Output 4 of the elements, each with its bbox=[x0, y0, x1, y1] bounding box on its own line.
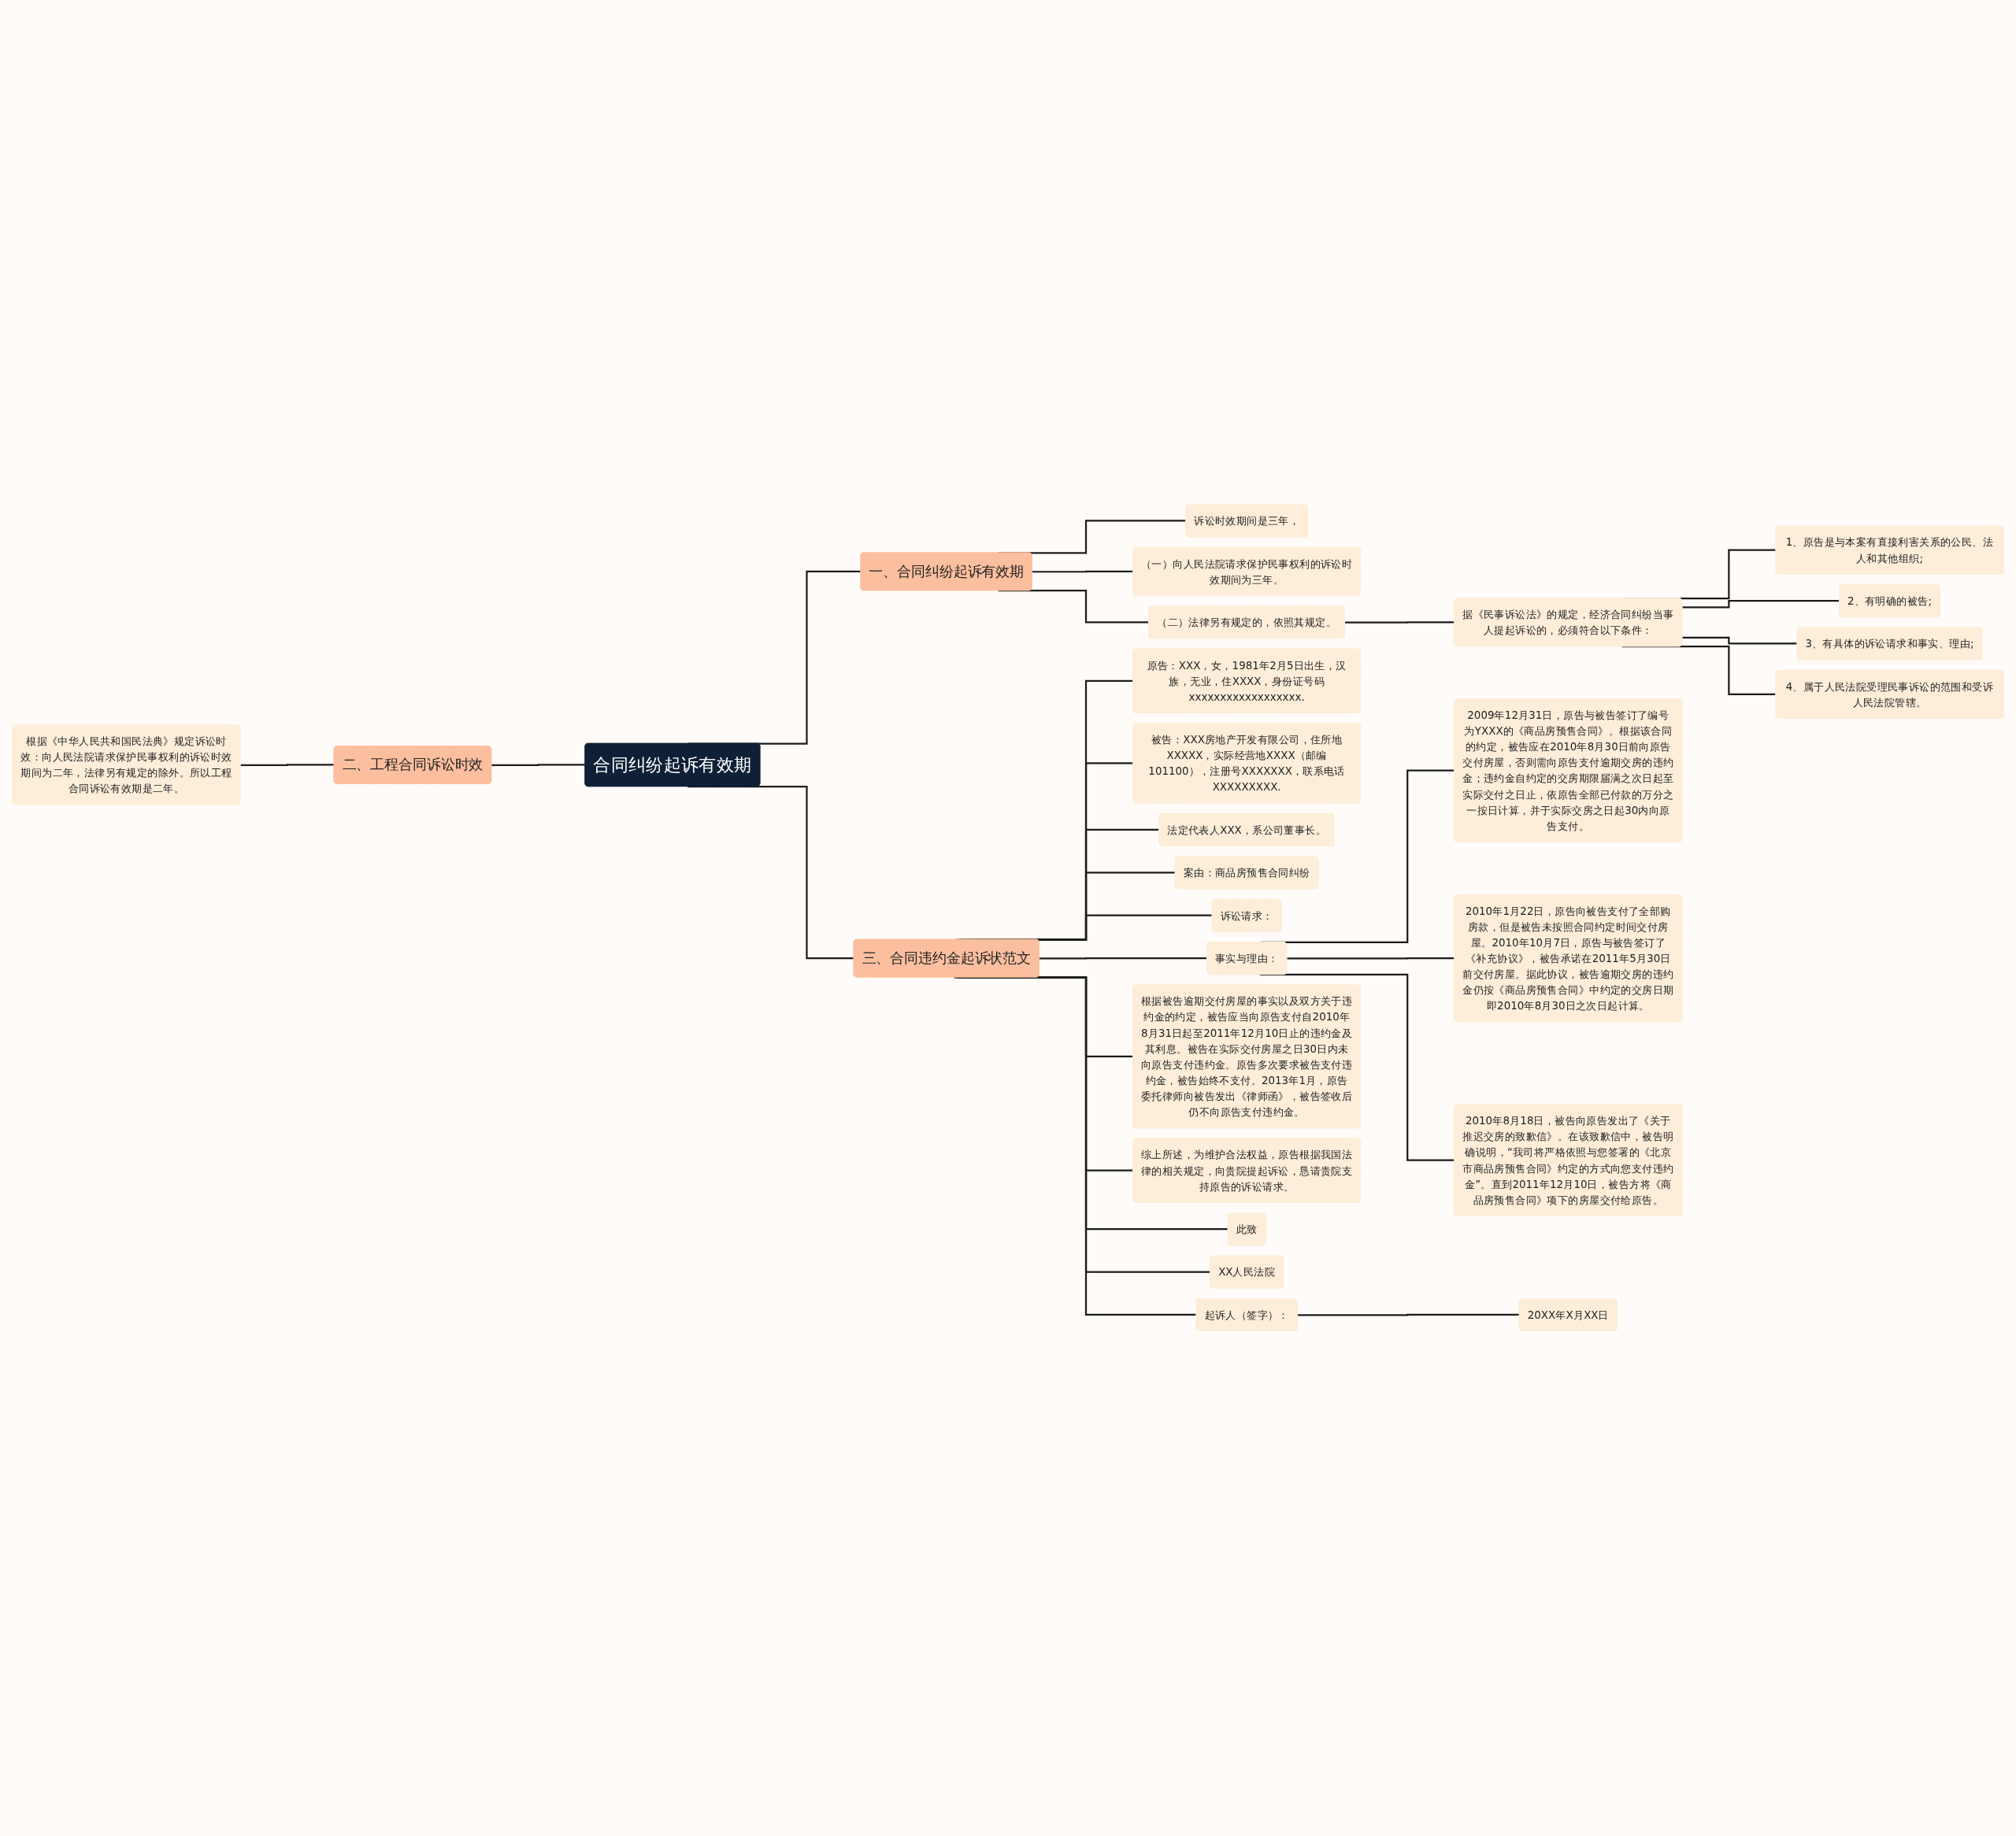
connector bbox=[240, 764, 335, 767]
connector bbox=[1039, 957, 1208, 960]
connector bbox=[1297, 1314, 1521, 1316]
connector bbox=[687, 786, 855, 960]
